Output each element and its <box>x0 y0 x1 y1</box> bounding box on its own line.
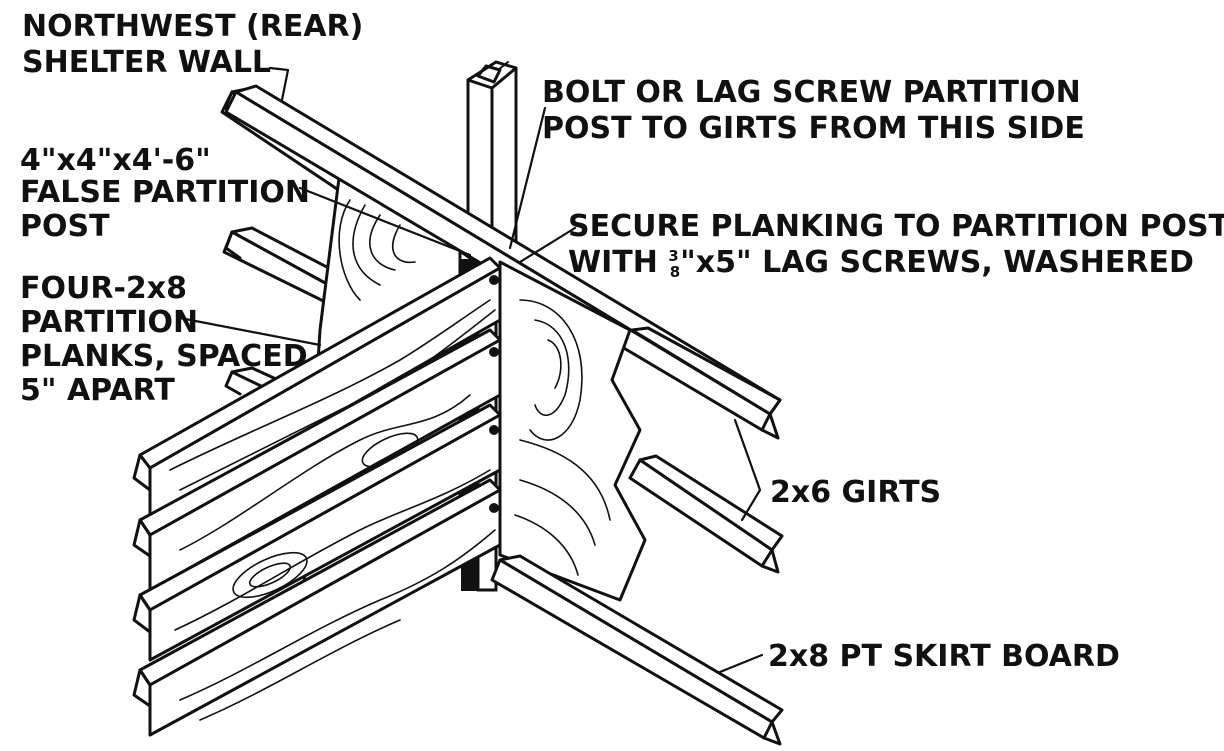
plank-3 <box>132 403 502 662</box>
plank-4 <box>132 478 502 737</box>
label-rear-wall: NORTHWEST (REAR) SHELTER WALL <box>22 9 363 80</box>
label-bolt: BOLT OR LAG SCREW PARTITION POST TO GIRT… <box>542 75 1085 146</box>
planks-line2: PARTITION <box>20 305 198 340</box>
label-secure: SECURE PLANKING TO PARTITION POST WITH 3… <box>568 209 1224 281</box>
post-line3: POST <box>20 209 110 244</box>
secure-line2-prefix: WITH <box>568 245 668 280</box>
skirt-board <box>490 554 784 746</box>
label-post: 4"x4"x4'-6" FALSE PARTITION POST <box>20 143 310 244</box>
right-girt-middle <box>628 454 784 574</box>
secure-line2-suffix: "x5" LAG SCREWS, WASHERED <box>680 245 1194 280</box>
post-line2: FALSE PARTITION <box>20 175 310 210</box>
right-girt-upper <box>630 326 782 416</box>
label-skirt: 2x8 PT SKIRT BOARD <box>768 639 1120 674</box>
secure-frac-den: 8 <box>670 263 680 281</box>
secure-frac-num: 3 <box>668 247 678 265</box>
lag-screws <box>489 275 499 513</box>
leader-lines <box>178 66 764 674</box>
planks-line4: 5" APART <box>20 373 175 408</box>
planks-line3: PLANKS, SPACED <box>20 339 308 374</box>
rear-wall-line1: NORTHWEST (REAR) <box>22 9 363 44</box>
plank-1 <box>132 256 502 522</box>
bolt-line1: BOLT OR LAG SCREW PARTITION <box>542 75 1081 110</box>
bolt-line2: POST TO GIRTS FROM THIS SIDE <box>542 111 1085 146</box>
rear-wall-line2: SHELTER WALL <box>22 45 271 80</box>
label-planks: FOUR-2x8 PARTITION PLANKS, SPACED 5" APA… <box>20 271 308 408</box>
secure-line1: SECURE PLANKING TO PARTITION POST <box>568 209 1224 244</box>
planks-line1: FOUR-2x8 <box>20 271 187 306</box>
label-girts: 2x6 GIRTS <box>770 475 941 510</box>
post-line1: 4"x4"x4'-6" <box>20 143 211 178</box>
